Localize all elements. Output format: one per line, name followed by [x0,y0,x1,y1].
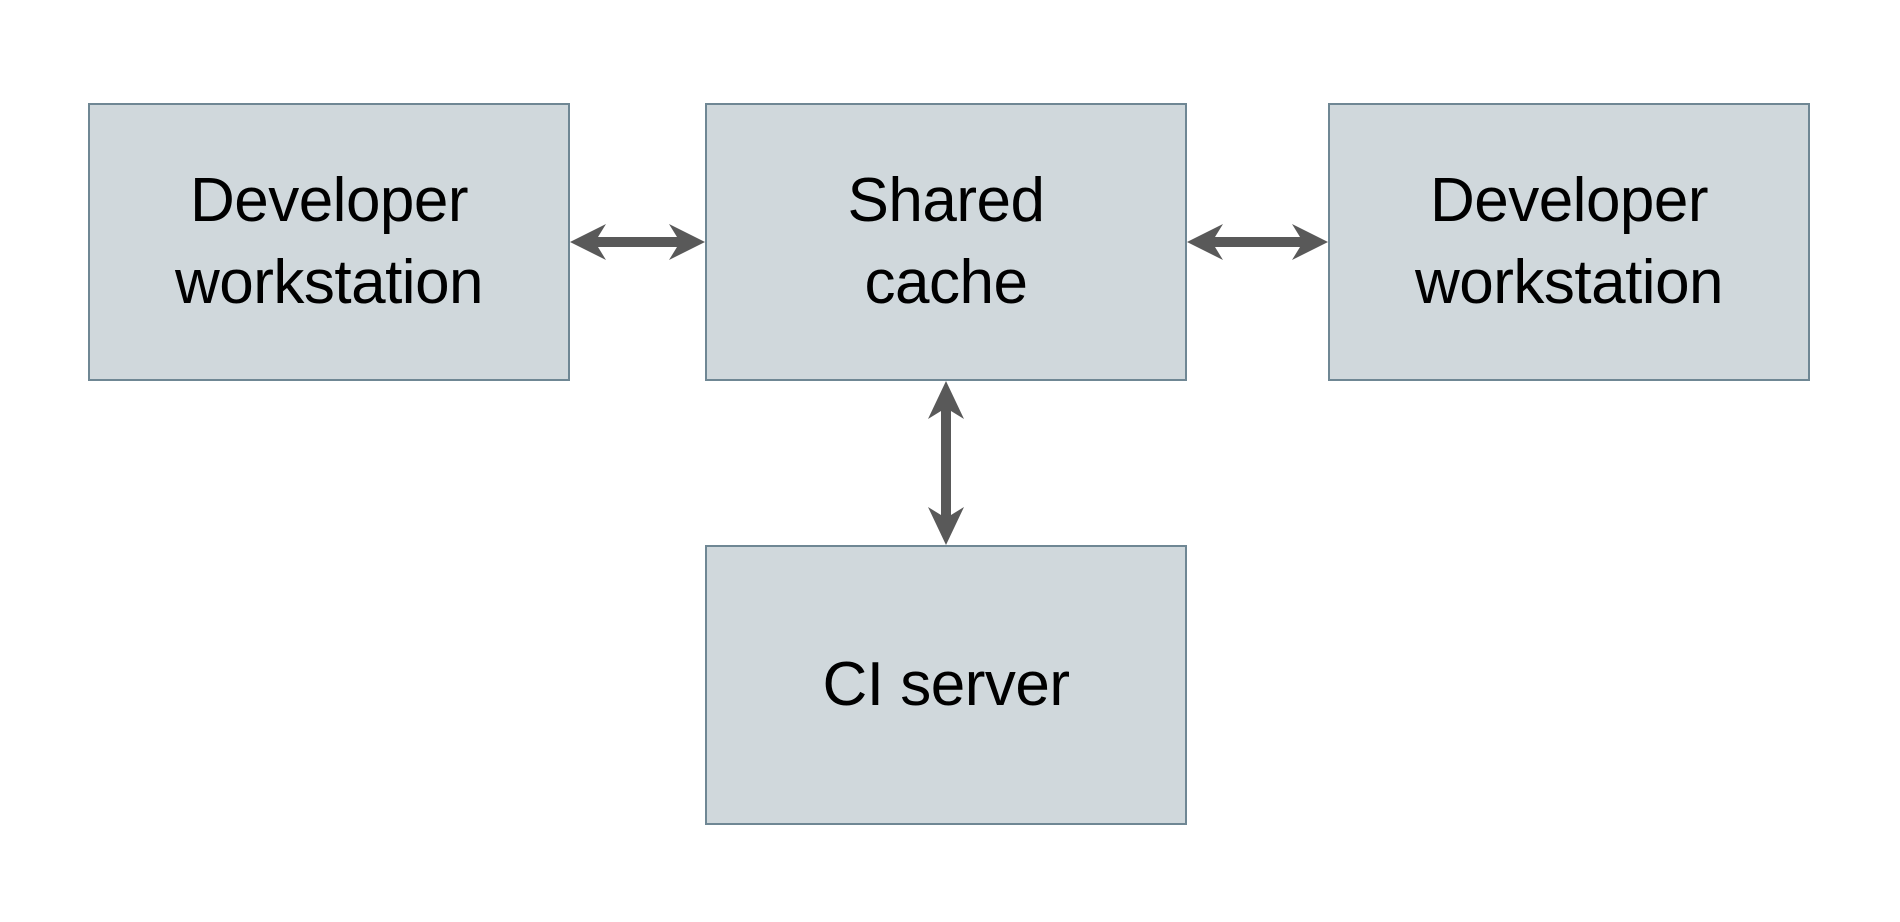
node-developer-workstation-left[interactable]: Developer workstation [88,103,570,381]
node-label: Developer workstation [174,165,484,317]
connector-cache-to-right-dev [1187,212,1328,272]
connector-left-dev-to-cache [570,212,705,272]
node-ci-server[interactable]: CI server [705,545,1187,825]
double-arrow-icon [1187,224,1328,260]
node-label: Developer workstation [1414,165,1724,317]
node-shared-cache[interactable]: Shared cache [705,103,1187,381]
node-label: Shared cache [847,165,1045,317]
double-arrow-icon [928,381,964,545]
node-label: CI server [822,649,1070,719]
connector-cache-to-ci-server [916,381,976,545]
node-developer-workstation-right[interactable]: Developer workstation [1328,103,1810,381]
double-arrow-icon [570,224,705,260]
